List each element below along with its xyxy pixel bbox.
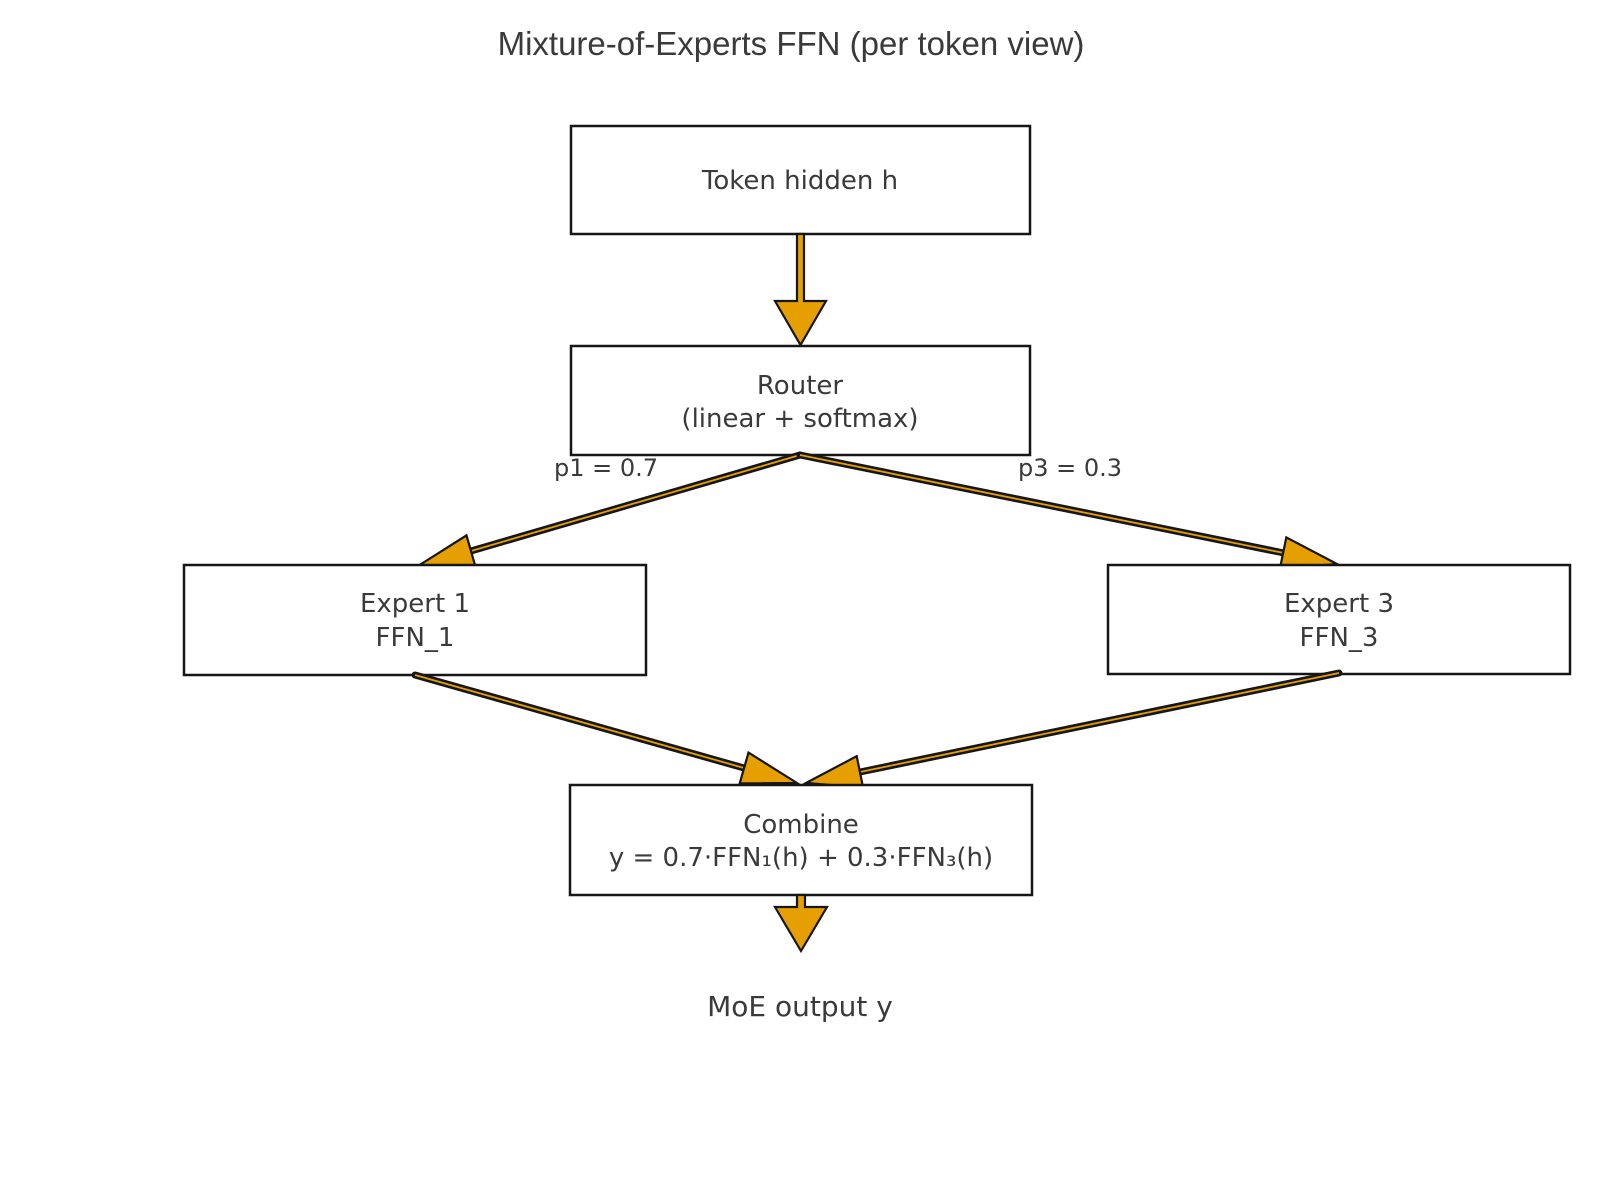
router-label-line1: Router <box>757 371 843 401</box>
p1-weight-label: p1 = 0.7 <box>554 454 658 482</box>
arrow-token-to-router <box>773 232 828 348</box>
arrow-combine-to-output <box>773 893 829 954</box>
edge-expert3-to-combine <box>802 669 1343 789</box>
arrowhead-icon <box>414 533 477 568</box>
token-hidden-label: Token hidden h <box>701 166 898 196</box>
expert3-label-line2: FFN_3 <box>1300 623 1379 653</box>
edge-expert1-combine-core <box>414 674 745 769</box>
p3-weight-label: p3 = 0.3 <box>1018 454 1122 482</box>
expert1-label-line2: FFN_1 <box>376 623 455 653</box>
router-box <box>569 344 1032 457</box>
arrowhead-icon <box>802 754 865 789</box>
edge-router-expert3-core <box>799 454 1285 554</box>
moe-output-label: MoE output y <box>707 990 893 1023</box>
token-hidden-box <box>569 124 1032 236</box>
arrowhead-icon <box>738 750 801 785</box>
expert1-box <box>182 563 648 677</box>
expert3-box <box>1106 563 1572 676</box>
expert1-label-line1: Expert 1 <box>360 589 470 619</box>
edge-expert1-to-combine <box>411 671 801 785</box>
diagram-title: Mixture-of-Experts FFN (per token view) <box>498 25 1085 62</box>
edge-router-expert1-core <box>470 454 801 552</box>
combine-label-line1: Combine <box>743 810 859 840</box>
edge-expert3-combine-core <box>859 672 1340 773</box>
combine-label-line2: y = 0.7·FFN₁(h) + 0.3·FFN₃(h) <box>609 843 993 873</box>
router-label-line2: (linear + softmax) <box>681 404 918 434</box>
combine-box <box>568 783 1034 897</box>
expert3-label-line1: Expert 3 <box>1284 589 1394 619</box>
